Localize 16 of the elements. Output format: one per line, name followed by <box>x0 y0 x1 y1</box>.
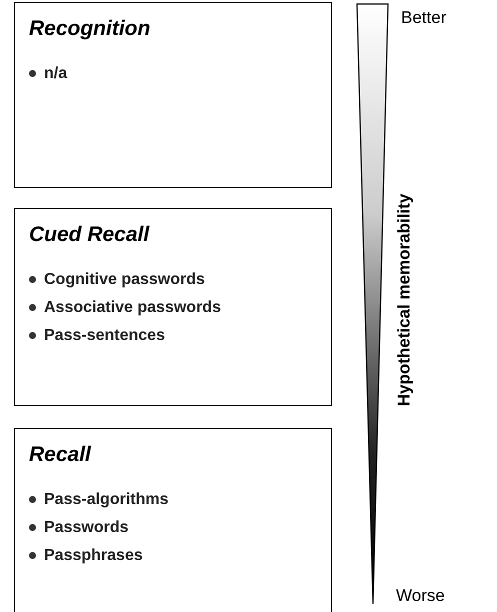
bullet-item: Pass-algorithms <box>29 491 168 509</box>
box-heading: Recall <box>29 443 91 467</box>
box-heading: Cued Recall <box>29 223 150 247</box>
bullet-item: n/a <box>29 65 68 83</box>
category-box <box>14 428 332 612</box>
category-box <box>14 208 332 406</box>
bullet-item: Passphrases <box>29 547 143 565</box>
bullet-item: Pass-sentences <box>29 327 165 345</box>
axis-title: Hypothetical memorability <box>394 194 414 406</box>
box-heading: Recognition <box>29 17 150 41</box>
category-box <box>14 2 332 188</box>
scale-end-label: Better <box>401 8 446 28</box>
scale-end-label: Worse <box>396 586 445 606</box>
bullet-item: Passwords <box>29 519 128 537</box>
bullet-item: Cognitive passwords <box>29 271 205 289</box>
bullet-item: Associative passwords <box>29 299 221 317</box>
